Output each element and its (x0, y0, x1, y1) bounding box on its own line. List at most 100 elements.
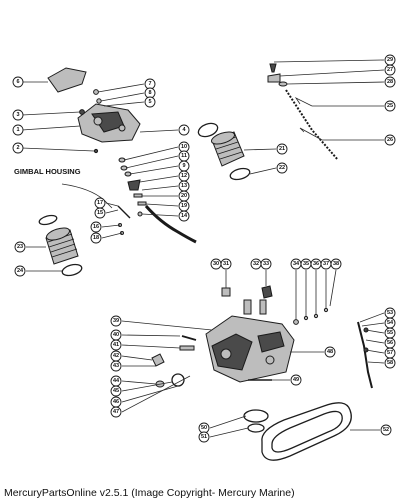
part-29 (261, 285, 273, 299)
callout: 50 (198, 422, 210, 434)
svg-text:20: 20 (181, 193, 187, 199)
part-13 (133, 193, 143, 198)
callout: 8 (144, 87, 156, 99)
leader-lines (21, 59, 385, 438)
svg-text:22: 22 (279, 165, 285, 171)
callout: 27 (384, 64, 396, 76)
shift-cable (144, 205, 197, 244)
svg-text:31: 31 (223, 261, 229, 267)
part-19 (137, 211, 143, 217)
callout: 19 (178, 200, 190, 212)
callout: 43 (110, 360, 122, 372)
small-pin (79, 109, 85, 115)
callout: 49 (290, 374, 302, 386)
svg-text:35: 35 (303, 261, 309, 267)
svg-text:14: 14 (181, 213, 188, 219)
callout: 41 (110, 339, 122, 351)
callout: 55 (384, 327, 396, 339)
callout: 34 (290, 258, 302, 270)
svg-text:18: 18 (93, 235, 99, 241)
callout: 9 (178, 160, 190, 172)
callout: 17 (94, 197, 106, 209)
callout: 7 (144, 78, 156, 90)
callout: 31 (220, 258, 232, 270)
callout: 46 (110, 396, 122, 408)
intermediate-housing (205, 299, 295, 383)
svg-text:8: 8 (148, 90, 151, 96)
svg-text:38: 38 (333, 261, 339, 267)
svg-text:52: 52 (383, 427, 389, 433)
callout: 47 (110, 406, 122, 418)
part-12 (127, 179, 141, 191)
gasket-ring (197, 122, 219, 138)
callout: 45 (110, 385, 122, 397)
callout: 10 (178, 141, 190, 153)
svg-text:26: 26 (387, 137, 393, 143)
exhaust-bellows (210, 131, 245, 167)
callout: 6 (12, 76, 24, 88)
svg-text:56: 56 (387, 340, 393, 346)
svg-text:55: 55 (387, 330, 393, 336)
svg-text:46: 46 (113, 399, 119, 405)
part-34 (303, 315, 309, 321)
callout: 18 (90, 232, 102, 244)
callout: 28 (384, 76, 396, 88)
svg-text:15: 15 (97, 210, 103, 216)
callout: 51 (198, 431, 210, 443)
svg-text:4: 4 (182, 127, 186, 133)
gimbal-housing-part (77, 103, 141, 143)
callout: 37 (320, 258, 332, 270)
callout: 1 (12, 124, 24, 136)
svg-text:42: 42 (113, 353, 119, 359)
o-ring-large (243, 409, 269, 423)
svg-text:21: 21 (279, 146, 285, 152)
callout: 29 (384, 54, 396, 66)
svg-text:39: 39 (113, 318, 119, 324)
callout: 13 (178, 180, 190, 192)
svg-text:24: 24 (17, 268, 24, 274)
callout: 5 (144, 96, 156, 108)
svg-text:1: 1 (16, 127, 19, 133)
u-joint-clamp-top (38, 214, 58, 226)
shift-shaft (181, 335, 197, 341)
svg-text:10: 10 (181, 144, 187, 150)
callout: 24 (14, 265, 26, 277)
callout: 36 (310, 258, 322, 270)
u-joint-bellows (45, 227, 79, 265)
callout: 44 (110, 375, 122, 387)
callout: 16 (90, 221, 102, 233)
callout: 35 (300, 258, 312, 270)
svg-text:3: 3 (16, 112, 19, 118)
callout: 30 (210, 258, 222, 270)
callout: 11 (178, 150, 190, 162)
svg-text:58: 58 (387, 360, 393, 366)
svg-text:50: 50 (201, 425, 207, 431)
svg-text:54: 54 (387, 320, 394, 326)
callout: 48 (324, 346, 336, 358)
trim-sender-cap (267, 73, 281, 83)
trim-sender-nut (278, 81, 288, 87)
svg-text:33: 33 (263, 261, 269, 267)
svg-text:49: 49 (293, 377, 299, 383)
small-bushing (96, 98, 102, 104)
callout: 54 (384, 317, 396, 329)
svg-text:48: 48 (327, 349, 333, 355)
callout: 26 (384, 134, 396, 146)
callout: 22 (276, 162, 288, 174)
part-57 (221, 287, 231, 297)
svg-text:28: 28 (387, 79, 393, 85)
svg-text:57: 57 (387, 350, 393, 356)
gimbal-housing-label: GIMBAL HOUSING (14, 167, 81, 176)
svg-text:40: 40 (113, 332, 119, 338)
callout: 53 (384, 307, 396, 319)
water-hose (357, 321, 373, 389)
callout: 20 (178, 190, 190, 202)
callout: 58 (384, 357, 396, 369)
svg-text:47: 47 (113, 409, 119, 415)
callout: 25 (384, 100, 396, 112)
callout: 21 (276, 143, 288, 155)
callout: 38 (330, 258, 342, 270)
svg-text:45: 45 (113, 388, 119, 394)
svg-text:53: 53 (387, 310, 393, 316)
